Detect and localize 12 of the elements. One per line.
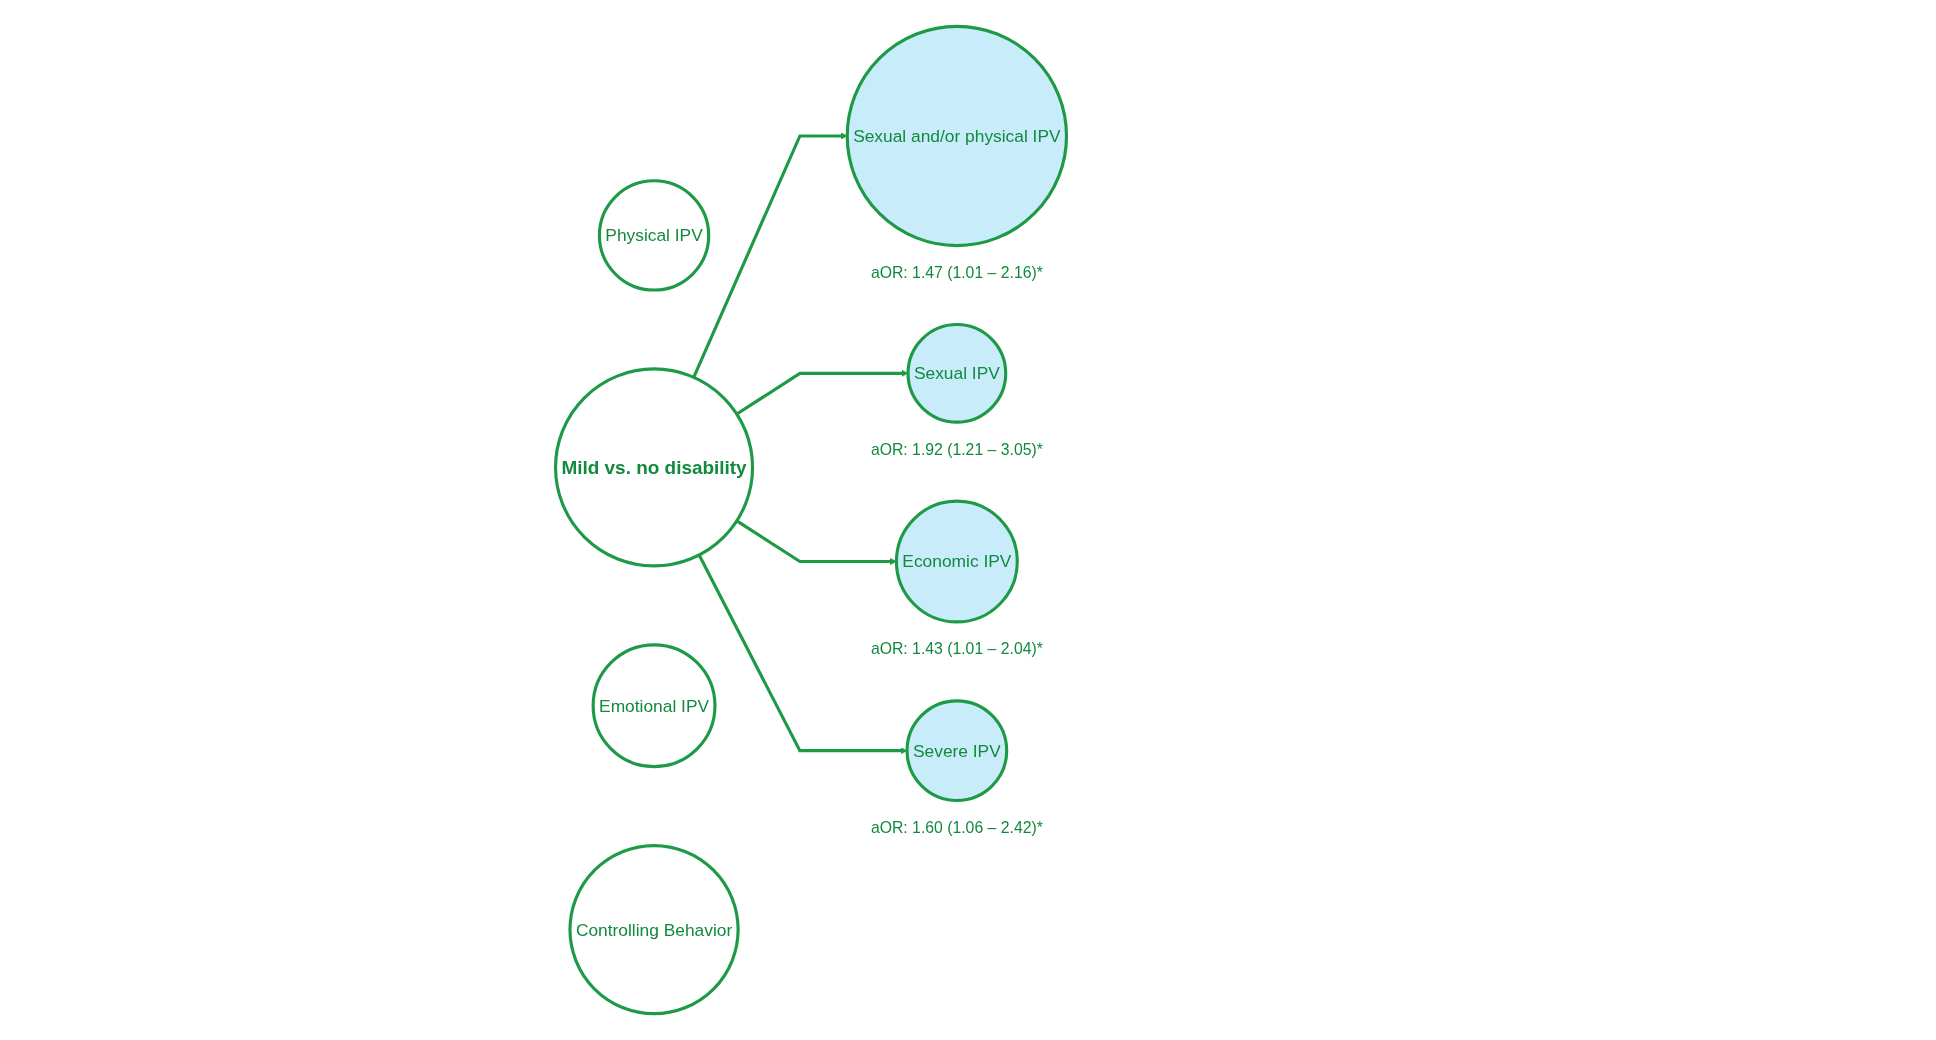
node-circle: Mild vs. no disability — [553, 367, 755, 568]
node-circle: Emotional IPV — [591, 643, 717, 769]
node-circle: Economic IPV — [894, 499, 1019, 624]
node-label: aOR: 1.60 (1.06 – 2.42)* — [870, 818, 1043, 836]
node-circle: Controlling Behavior — [568, 843, 740, 1016]
node-circle: Sexual and/or physical IPV — [845, 24, 1069, 248]
node-circle: Physical IPV — [597, 179, 711, 292]
node-circle: Severe IPV — [905, 699, 1009, 803]
node-label: aOR: 1.92 (1.21 – 3.05)* — [870, 440, 1043, 458]
node-label: aOR: 1.47 (1.01 – 2.16)* — [870, 263, 1043, 282]
node-circle: Sexual IPV — [906, 322, 1008, 424]
node-label: aOR: 1.43 (1.01 – 2.04)* — [870, 640, 1043, 658]
